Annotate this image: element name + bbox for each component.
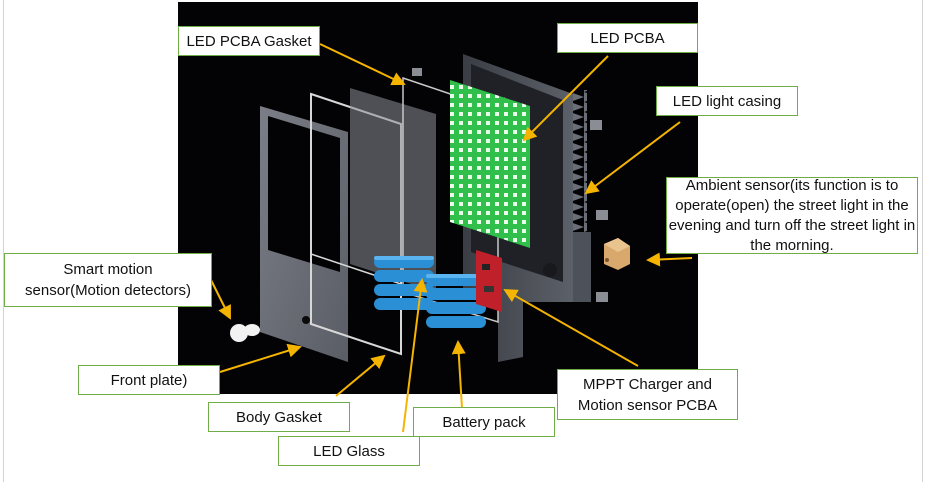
label-front-plate: Front plate) xyxy=(78,365,220,395)
label-led-glass: LED Glass xyxy=(278,436,420,466)
exploded-view-render xyxy=(178,2,698,394)
label-smart-motion-sensor: Smart motion sensor(Motion detectors) xyxy=(4,253,212,307)
label-led-pcba-gasket: LED PCBA Gasket xyxy=(178,26,320,56)
led-glass-shape xyxy=(350,88,436,292)
right-edge-line xyxy=(922,0,923,482)
label-mppt-charger: MPPT Charger and Motion sensor PCBA xyxy=(557,369,738,420)
label-ambient-sensor: Ambient sensor(its function is to operat… xyxy=(666,177,918,254)
label-led-pcba: LED PCBA xyxy=(557,23,698,53)
label-body-gasket: Body Gasket xyxy=(208,402,350,432)
mppt-pcba-shape xyxy=(476,250,502,312)
led-pcba-shape xyxy=(450,80,530,248)
ambient-sensor-shape xyxy=(604,238,630,270)
label-battery-pack: Battery pack xyxy=(413,407,555,437)
label-led-light-casing: LED light casing xyxy=(656,86,798,116)
front-plate-shape xyxy=(260,106,348,362)
smart-motion-sensor-shape xyxy=(230,324,260,342)
left-edge-line xyxy=(3,0,4,482)
